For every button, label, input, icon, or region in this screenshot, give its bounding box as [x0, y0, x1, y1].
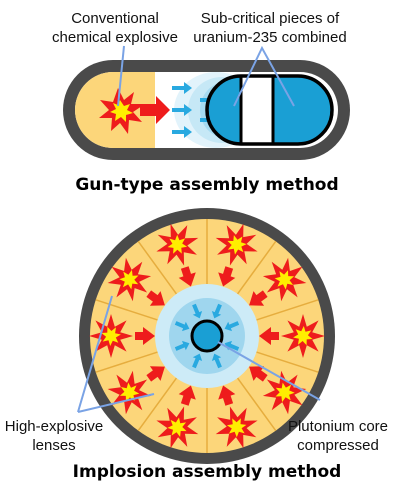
explosive-lens — [107, 366, 165, 415]
lens-blast-core — [227, 235, 247, 255]
lens-blast-core — [293, 326, 313, 346]
compression-arrow — [192, 353, 203, 369]
lens-divider — [137, 377, 178, 432]
plutonium-core — [190, 319, 224, 353]
lens-arrow — [218, 385, 236, 406]
lens-blast-core — [101, 326, 121, 346]
lens-blast-core — [119, 382, 140, 402]
lens-divider — [256, 299, 319, 321]
lenses-label-line2: lenses — [32, 437, 75, 454]
lens-arrow — [218, 266, 236, 287]
compression-arrow — [174, 321, 190, 332]
lens-divider — [137, 240, 178, 295]
explosive-label-line1: Conventional — [71, 10, 159, 27]
lens-divider — [95, 351, 158, 373]
explosive-lenses — [89, 223, 325, 449]
lenses-leader-line-1 — [77, 295, 113, 413]
compression-arrow — [174, 340, 190, 351]
explosive-leader-line — [117, 45, 125, 107]
lens-blast-core — [167, 234, 188, 254]
lenses-label-line1: High-explosive — [5, 418, 103, 435]
explosive-lens — [249, 366, 307, 415]
lens-divider — [95, 299, 158, 321]
implosion-title: Implosion assembly method — [73, 462, 342, 482]
lens-arrow — [135, 327, 155, 345]
uranium-label-line2: uranium-235 combined — [193, 29, 346, 46]
lens-arrow — [249, 290, 268, 306]
lens-divider — [236, 240, 277, 295]
compression-arrows — [174, 303, 240, 369]
explosive-lens — [249, 257, 307, 306]
lens-arrow — [249, 366, 268, 382]
lens-blast-core — [275, 382, 295, 403]
gun-projectile-arrow — [140, 96, 170, 124]
explosive-lens — [215, 223, 258, 287]
compression-arrow — [211, 353, 222, 369]
lenses-leader-line-2 — [77, 393, 155, 413]
lens-arrow — [178, 266, 196, 287]
lens-blast-core — [119, 269, 139, 290]
gun-type-diagram: Conventional chemical explosive Sub-crit… — [52, 10, 350, 195]
explosive-lens — [107, 257, 165, 306]
lens-blast-core — [274, 270, 295, 290]
lens-arrow — [259, 327, 279, 345]
core-label-line1: Plutonium core — [288, 418, 388, 435]
compression-arrow — [211, 303, 222, 319]
gun-blast-core — [110, 100, 133, 122]
implosion-diagram: High-explosive lenses Plutonium core com… — [5, 208, 388, 482]
uranium-outline — [205, 74, 334, 146]
explosive-label-line2: chemical explosive — [52, 29, 178, 46]
uranium-gap — [239, 74, 275, 146]
lens-divider — [236, 377, 277, 432]
explosive-lens — [156, 385, 199, 449]
lens-blast-core — [167, 417, 187, 437]
lens-arrow — [178, 385, 196, 406]
compression-arrow — [224, 321, 240, 332]
lens-divider — [256, 351, 319, 373]
lens-arrow — [146, 366, 165, 382]
lens-dividers — [95, 219, 319, 453]
core-leader-line — [217, 341, 321, 401]
compression-arrow — [192, 303, 203, 319]
uranium-leader-lines — [233, 45, 295, 107]
lens-blast-core — [226, 418, 247, 438]
uranium-label-line1: Sub-critical pieces of — [201, 10, 340, 27]
explosive-lens — [259, 314, 325, 358]
core-label-line2: compressed — [297, 437, 379, 454]
lens-arrow — [146, 290, 165, 306]
gun-type-title: Gun-type assembly method — [75, 175, 338, 195]
explosive-lens — [89, 314, 155, 358]
explosive-lens — [215, 385, 258, 449]
explosive-lens — [156, 223, 199, 287]
